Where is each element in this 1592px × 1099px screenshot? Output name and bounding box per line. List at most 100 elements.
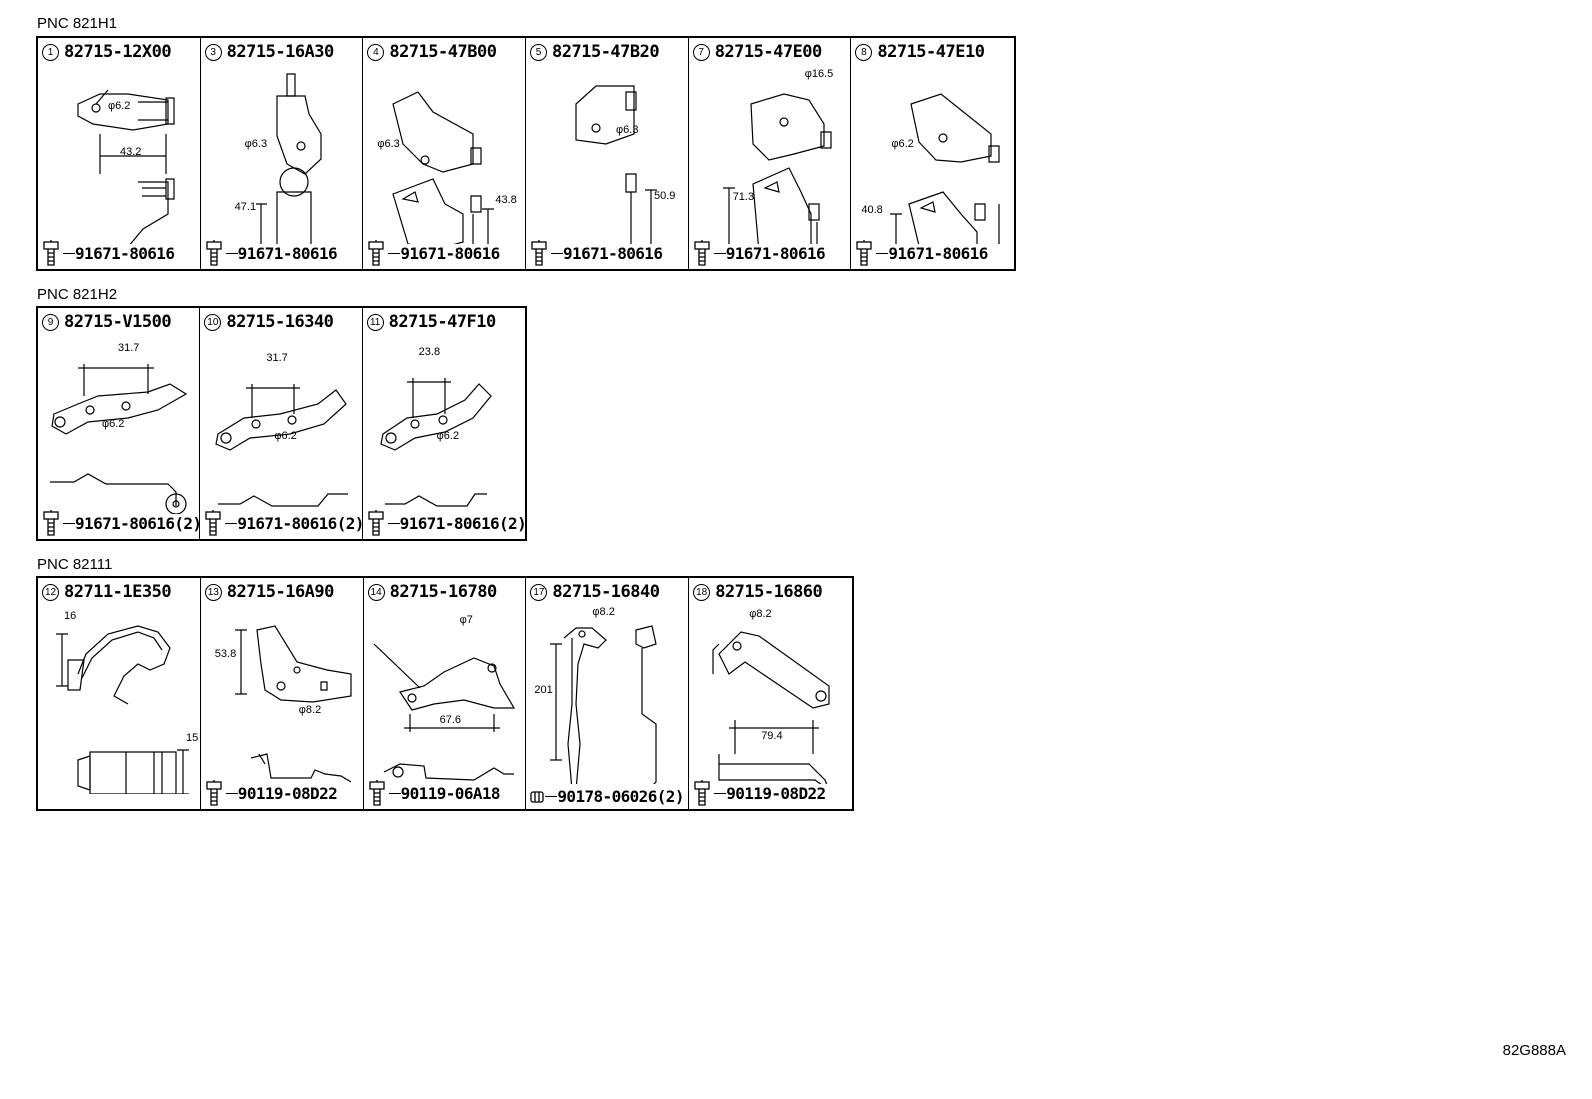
- fastener-callout: 90178-06026(2): [529, 787, 684, 806]
- dimension-label: 67.6: [439, 714, 462, 726]
- part-number: 82715-16A90: [226, 582, 335, 602]
- dimension-label: 71.3: [732, 191, 755, 203]
- dimension-label: φ16.5: [804, 68, 834, 80]
- part-number: 82715-47E10: [877, 42, 985, 62]
- bolt-icon: [694, 780, 710, 806]
- fastener-callout: 90119-08D22: [692, 780, 826, 806]
- part-number: 82715-16340: [226, 312, 334, 332]
- dimension-label: 50.9: [654, 190, 676, 202]
- callout-number: 18: [693, 583, 711, 601]
- bolt-icon: [856, 240, 873, 266]
- dimension-label: 79.4: [761, 730, 783, 742]
- fastener-part-number: 91671-80616: [237, 243, 338, 263]
- group-label-82111: PNC 82111: [37, 556, 113, 573]
- fastener-callout: 91671-80616: [854, 240, 988, 266]
- dimension-label: 31.7: [266, 352, 288, 364]
- bracket-drawing: [363, 334, 525, 514]
- bracket-drawing: [201, 64, 364, 244]
- fastener-callout: 91671-80616(2): [203, 510, 362, 536]
- dimension-label: 15: [186, 732, 199, 744]
- part-number: 82715-12X00: [64, 42, 172, 62]
- group-label-821h2: PNC 821H2: [37, 286, 118, 303]
- fastener-part-number: 91671-80616: [563, 243, 663, 263]
- fastener-part-number: 91671-80616: [75, 243, 175, 263]
- fastener-callout: 91671-80616: [41, 240, 175, 266]
- bracket-drawing: [363, 64, 526, 244]
- part-number: 82715-47B00: [389, 42, 497, 62]
- fastener-part-number: 91671-80616(2): [399, 513, 525, 533]
- callout-number: 8: [855, 43, 873, 61]
- fastener-callout: 91671-80616(2): [41, 510, 199, 536]
- clip-drawing: [38, 604, 201, 794]
- fastener-part-number: 90178-06026(2): [557, 787, 684, 806]
- bracket-drawing: [201, 604, 364, 784]
- bolt-icon: [694, 240, 710, 266]
- dimension-label: 16: [64, 610, 77, 622]
- bracket-drawing: [851, 64, 1014, 244]
- dimension-label: 43.2: [120, 146, 142, 158]
- callout-number: 13: [204, 583, 222, 601]
- part-number: 82715-47E00: [714, 42, 823, 62]
- dimension-label: 23.8: [418, 346, 441, 358]
- fastener-part-number: 91671-80616: [400, 243, 500, 263]
- bracket-drawing: [526, 604, 689, 784]
- bolt-icon: [205, 510, 221, 536]
- callout-number: 3: [204, 43, 222, 61]
- fastener-part-number: 90119-08D22: [237, 783, 338, 803]
- bolt-icon: [43, 510, 59, 536]
- part-number: 82715-16780: [389, 582, 498, 602]
- bracket-drawing: [38, 64, 201, 244]
- part-number: 82715-16A30: [226, 42, 335, 62]
- dimension-label: φ7: [459, 614, 473, 626]
- fastener-part-number: 90119-08D22: [726, 783, 826, 803]
- dimension-label: φ6.3: [616, 124, 639, 136]
- callout-number: 14: [367, 583, 385, 601]
- fastener-part-number: 91671-80616: [725, 243, 826, 263]
- part-number: 82711-1E350: [64, 582, 172, 602]
- dimension-label: φ6.3: [244, 138, 268, 150]
- fastener-part-number: 91671-80616(2): [237, 513, 363, 533]
- callout-number: 9: [42, 313, 59, 331]
- fastener-callout: 90119-06A18: [367, 780, 501, 806]
- callout-number: 5: [530, 43, 548, 61]
- fastener-callout: 90119-08D22: [204, 780, 338, 806]
- dimension-label: φ8.2: [298, 704, 322, 716]
- bracket-drawing: [526, 64, 689, 244]
- dimension-label: 53.8: [214, 648, 237, 660]
- diagram-reference-code: 82G888A: [1502, 1042, 1566, 1059]
- part-number: 82715-47F10: [388, 312, 497, 332]
- fastener-callout: 91671-80616: [204, 240, 338, 266]
- dimension-label: 47.1: [234, 201, 257, 213]
- callout-number: 1: [42, 43, 59, 61]
- part-number: 82715-16840: [552, 582, 660, 602]
- dimension-label: φ6.2: [108, 100, 131, 112]
- dimension-label: φ6.2: [891, 138, 914, 150]
- dimension-label: 43.8: [495, 194, 517, 206]
- bolt-icon: [368, 510, 384, 536]
- fastener-callout: 91671-80616(2): [366, 510, 525, 536]
- fastener-part-number: 91671-80616: [888, 243, 988, 263]
- bracket-drawing: [689, 64, 852, 244]
- group-label-821h1: PNC 821H1: [37, 15, 118, 32]
- callout-number: 11: [366, 313, 384, 331]
- dimension-label: 201: [534, 684, 553, 696]
- bolt-icon: [368, 780, 385, 806]
- callout-number: 17: [530, 583, 548, 601]
